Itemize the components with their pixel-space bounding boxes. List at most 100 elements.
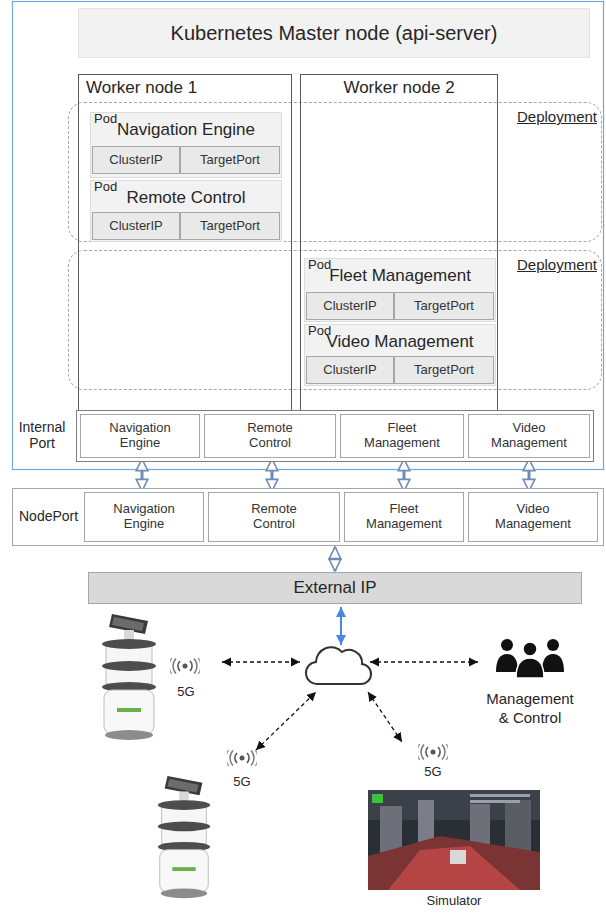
people-icon-part: [523, 642, 537, 656]
pod-field: TargetPort: [394, 356, 494, 384]
simulator-screen-part: [470, 794, 530, 797]
box-label: Video Management: [487, 421, 571, 451]
pod-box: PodNavigation EngineClusterIP TargetPort: [90, 112, 282, 178]
pod-box: PodFleet ManagementClusterIP TargetPort: [304, 258, 496, 322]
pod-field: ClusterIP: [306, 292, 394, 320]
pod-field: ClusterIP: [92, 146, 180, 174]
port-row: NodePort Navigation Engine Remote Control F…: [12, 488, 604, 546]
box-label: Fleet Management: [362, 502, 446, 532]
worker-node-box: Worker node 1PodNavigation EngineCluster…: [78, 74, 292, 456]
port-cell: Video Management: [468, 492, 598, 542]
port-link-arrow: [403, 459, 406, 491]
pod-field: ClusterIP: [306, 356, 394, 384]
port-link-arrow: [334, 547, 337, 571]
robot-figure: [102, 614, 210, 898]
cloud-symbol-part: [306, 647, 371, 684]
simulator-screen-part: [450, 850, 466, 864]
box-label: TargetPort: [414, 299, 474, 314]
box-label: ClusterIP: [323, 363, 376, 378]
box-label: TargetPort: [200, 219, 260, 234]
wireless-links: [222, 662, 478, 750]
pod-tag: Pod: [94, 112, 117, 127]
wireless-links-part: [368, 692, 402, 742]
pod-title: Navigation Engine: [91, 120, 281, 140]
port-link-arrow: [528, 459, 531, 491]
row-label: NodePort: [19, 508, 78, 524]
row-label: Internal Port: [11, 419, 73, 451]
box-label: ClusterIP: [109, 219, 162, 234]
box-label: ClusterIP: [323, 299, 376, 314]
port-cell: Fleet Management: [340, 414, 464, 458]
port-link-arrow: [271, 459, 274, 491]
port-cell: Remote Control: [204, 414, 336, 458]
pod-title: Remote Control: [91, 188, 281, 208]
people-icon: [496, 639, 564, 678]
port-cell: Fleet Management: [344, 492, 464, 542]
network-label: 5G: [228, 774, 256, 790]
pod-tag: Pod: [308, 258, 331, 273]
network-label: 5G: [419, 764, 447, 780]
external-link-arrow: [341, 607, 342, 645]
simulator-screen-part: [372, 794, 383, 803]
signal-icon: [169, 657, 449, 767]
people-icon-part: [516, 658, 544, 678]
signal-icon-part: [169, 657, 201, 675]
deployment-label: Deployment: [517, 108, 597, 125]
pod-field: ClusterIP: [92, 212, 180, 240]
pod-title: Video Management: [305, 332, 495, 352]
box-label: Remote Control: [228, 421, 312, 451]
network-label: 5G: [172, 684, 200, 700]
port-cell: Video Management: [468, 414, 590, 458]
signal-icon-part: [417, 743, 449, 761]
port-cell: Navigation Engine: [80, 414, 200, 458]
external-link-arrow-part: [340, 607, 342, 645]
box-label: TargetPort: [200, 153, 260, 168]
simulator-screen-part: [470, 800, 520, 803]
cluster-outline-part: [13, 2, 604, 470]
box-label: External IP: [293, 578, 376, 598]
simulator-screen: [368, 790, 540, 890]
worker-node-box: Worker node 2PodFleet ManagementClusterI…: [300, 74, 498, 456]
box-label: TargetPort: [414, 363, 474, 378]
actor-label: Management & Control: [484, 690, 576, 728]
cloud-symbol: [306, 647, 371, 684]
node-heading: Worker node 1: [86, 78, 197, 98]
simulator-screen-part: [368, 836, 540, 890]
pod-field: TargetPort: [180, 212, 280, 240]
box-label: Fleet Management: [360, 421, 444, 451]
pod-box: PodVideo ManagementClusterIPTargetPort: [304, 324, 496, 386]
box-label: Navigation Engine: [102, 502, 186, 532]
robot-figure-part: [158, 776, 210, 898]
pod-box: PodRemote ControlClusterIP TargetPort: [90, 180, 282, 242]
node-heading: Worker node 2: [301, 78, 497, 98]
people-icon-part: [547, 639, 559, 651]
wireless-links-part: [256, 692, 316, 750]
deployment-label: Deployment: [517, 256, 597, 273]
pod-tag: Pod: [94, 180, 117, 195]
simulator-screen-part: [388, 846, 520, 890]
external-ip-bar: External IP: [88, 572, 582, 604]
cluster-outline: [13, 2, 604, 470]
port-cell: Remote Control: [208, 492, 340, 542]
robot-figure-part: [102, 614, 156, 740]
box-label: Navigation Engine: [98, 421, 182, 451]
simulator-screen-part: [368, 790, 540, 890]
figure-caption: Simulator: [404, 893, 504, 909]
box-label: Video Management: [491, 502, 575, 532]
wireless-links-part: [222, 661, 300, 662]
box-label: ClusterIP: [109, 153, 162, 168]
master-node-box: Kubernetes Master node (api-server): [78, 8, 590, 58]
port-link-arrow: [141, 459, 144, 491]
box-label: Kubernetes Master node (api-server): [171, 22, 498, 45]
signal-icon-part: [226, 749, 258, 767]
wireless-links-part: [370, 661, 478, 662]
pod-title: Fleet Management: [305, 266, 495, 286]
people-icon-part: [496, 654, 518, 672]
box-label: Remote Control: [232, 502, 316, 532]
pod-field: TargetPort: [180, 146, 280, 174]
people-icon-part: [542, 654, 564, 672]
port-row: Internal PortNavigation EngineRemote Con…: [76, 410, 594, 462]
pod-field: TargetPort: [394, 292, 494, 320]
